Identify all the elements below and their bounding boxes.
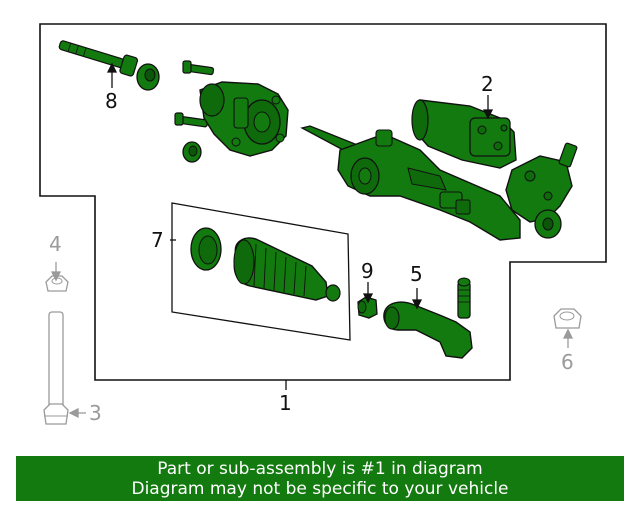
callout-8: 8: [105, 89, 118, 113]
callout-7: 7: [151, 228, 164, 252]
part-gear-housing[interactable]: [199, 81, 289, 157]
part-rack-housing[interactable]: [300, 125, 521, 241]
callout-6: 6: [561, 350, 574, 374]
boot-kit-frame: [171, 202, 351, 341]
part-bolt-lower[interactable]: [174, 112, 209, 128]
banner-line-1: Part or sub-assembly is #1 in diagram: [157, 459, 483, 479]
part-steering-boot[interactable]: [233, 237, 341, 302]
ref-nut-6: [553, 308, 582, 329]
part-boot-clamp[interactable]: [190, 227, 222, 271]
part-outer-tie-rod-end[interactable]: [383, 277, 473, 359]
leader-lines-reference: [50, 262, 574, 419]
part-pinion-housing[interactable]: [505, 142, 578, 239]
part-inner-tie-rod[interactable]: [57, 35, 160, 91]
callout-3: 3: [89, 401, 102, 425]
part-bolt-upper[interactable]: [182, 60, 215, 76]
info-banner: Part or sub-assembly is #1 in diagram Di…: [16, 456, 624, 501]
callout-1: 1: [279, 391, 292, 415]
leader-lines: [106, 62, 494, 390]
part-jam-nut[interactable]: [357, 296, 378, 319]
callout-9: 9: [361, 259, 374, 283]
ref-bolt-3: [43, 311, 69, 425]
banner-line-2: Diagram may not be specific to your vehi…: [131, 479, 509, 499]
part-seal-ring[interactable]: [182, 141, 202, 163]
callout-4: 4: [49, 232, 62, 256]
parts-diagram: 1 2 3 4 5 6 7 8 9: [39, 23, 607, 425]
callout-2: 2: [481, 72, 494, 96]
callout-5: 5: [410, 262, 423, 286]
part-electric-motor[interactable]: [411, 99, 517, 169]
